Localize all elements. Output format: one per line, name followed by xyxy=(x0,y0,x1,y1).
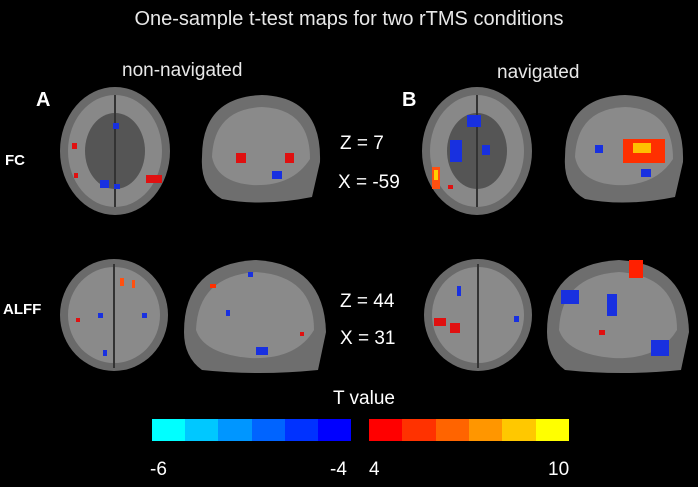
figure-title: One-sample t-test maps for two rTMS cond… xyxy=(134,8,564,30)
coord-fc-z: Z = 7 xyxy=(340,133,384,154)
colorbar-negative-swatch-2 xyxy=(218,419,252,441)
tick-pos-min: 4 xyxy=(369,459,380,480)
condition-label-left: non-navigated xyxy=(122,60,243,81)
brain-axial-fc-navigated xyxy=(422,87,532,215)
colorbar-negative xyxy=(152,419,352,441)
coord-alff-x: X = 31 xyxy=(340,328,396,349)
brain-sagittal-alff-navigated xyxy=(547,260,689,373)
coord-alff-z: Z = 44 xyxy=(340,291,395,312)
colorbar-negative-swatch-1 xyxy=(185,419,219,441)
colorbar-positive-swatch-5 xyxy=(535,419,569,441)
tick-pos-max: 10 xyxy=(548,459,570,480)
colorbar-negative-swatch-5 xyxy=(317,419,352,441)
tick-neg-min: -6 xyxy=(150,459,167,480)
panel-label-b: B xyxy=(402,89,417,111)
brain-sagittal-fc-navigated xyxy=(564,95,684,203)
colorbar-negative-swatch-3 xyxy=(251,419,285,441)
colorbar-positive-swatch-1 xyxy=(402,419,436,441)
colorbar-positive-swatch-0 xyxy=(369,419,403,441)
panel-label-a: A xyxy=(36,89,51,111)
brain-axial-alff-nonnavigated xyxy=(60,259,168,371)
colorbar-negative-swatch-4 xyxy=(284,419,318,441)
condition-label-right: navigated xyxy=(497,62,580,83)
colorbar-negative-swatch-0 xyxy=(152,419,186,441)
brain-sagittal-fc-nonnavigated xyxy=(201,95,321,203)
colorbar-positive-swatch-2 xyxy=(435,419,469,441)
colorbar-positive-swatch-3 xyxy=(468,419,503,441)
brain-axial-alff-navigated xyxy=(424,259,532,371)
coord-fc-x: X = -59 xyxy=(338,172,400,193)
legend-title: T value xyxy=(333,388,395,409)
tick-neg-max: -4 xyxy=(330,459,347,480)
colorbar-positive-swatch-4 xyxy=(502,419,536,441)
row-label-fc: FC xyxy=(5,152,25,169)
colorbar-positive xyxy=(369,419,569,441)
brain-sagittal-alff-nonnavigated xyxy=(184,260,326,373)
row-label-alff: ALFF xyxy=(3,301,42,318)
brain-axial-fc-nonnavigated xyxy=(60,87,170,215)
